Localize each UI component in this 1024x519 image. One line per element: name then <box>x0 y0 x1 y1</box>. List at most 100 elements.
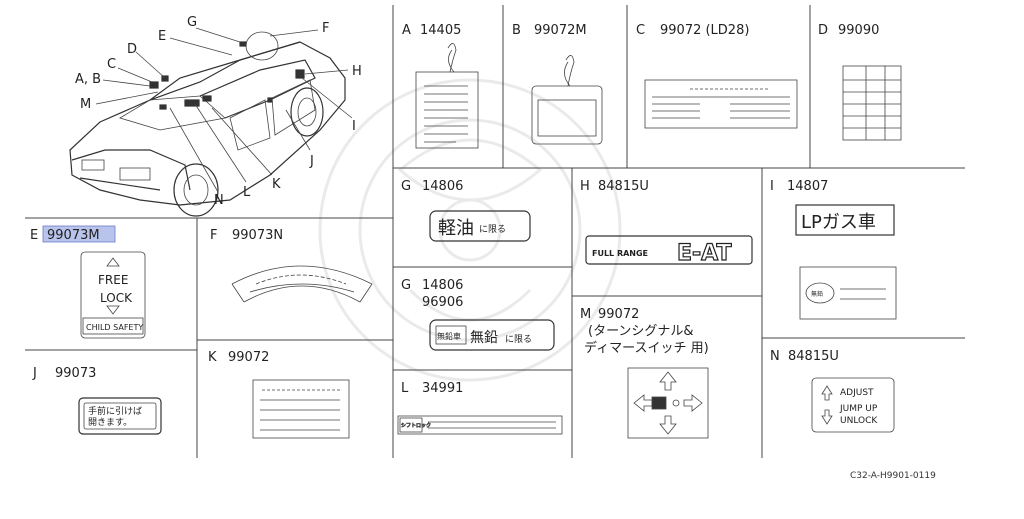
cell-k-letter: K <box>208 350 217 365</box>
cell-h-letter: H <box>580 179 590 194</box>
watermark <box>318 78 622 382</box>
cell-f-letter: F <box>210 228 217 243</box>
hang-tag-a <box>415 43 479 149</box>
arrow-down-icon <box>659 415 677 435</box>
lpg-label-frame <box>795 204 895 236</box>
callout-c: C <box>107 57 116 72</box>
cell-g2-letter: G <box>401 278 411 293</box>
callout-e: E <box>158 29 166 44</box>
cell-b-letter: B <box>512 23 521 38</box>
eat-badge-big: E-AT <box>677 241 731 266</box>
cell-l: L 34991 シフトロック <box>397 381 563 435</box>
fuel-label-main: 軽油 <box>438 218 474 239</box>
shift-lock-label: シフトロック <box>397 415 563 435</box>
lpg-card <box>799 266 897 320</box>
cell-d: D 99090 <box>818 23 902 141</box>
cell-m-line3: ディマースイッチ 用) <box>584 340 709 356</box>
shift-lock-box: シフトロック <box>401 423 431 429</box>
cell-h-part: 84815U <box>598 179 649 194</box>
cell-b: B 99072M <box>512 23 603 145</box>
cell-e-letter: E <box>30 228 38 243</box>
callout-letters: G F E D C A, B H M I J K L N <box>75 15 362 208</box>
note-card-k <box>252 379 350 439</box>
arrow-up-icon <box>659 371 677 391</box>
cell-j-part: 99073 <box>55 366 96 381</box>
cell-m-line2: (ターンシグナル& <box>588 324 694 339</box>
cell-k-part: 99072 <box>228 350 269 365</box>
callout-d: D <box>127 42 137 57</box>
cell-g1-part: 14806 <box>422 179 463 194</box>
callout-h: H <box>352 64 362 79</box>
callout-g: G <box>187 15 197 30</box>
door-label-inner <box>83 402 157 430</box>
cell-l-part: 34991 <box>422 381 463 396</box>
car-illustration <box>69 31 346 217</box>
tilt-label: ADJUST JUMP UP UNLOCK <box>811 377 895 433</box>
cell-f-part: 99073N <box>232 228 283 243</box>
cell-g-1: G 14806 軽油 に限る <box>401 179 531 242</box>
highlight-box <box>42 225 116 243</box>
cell-c: C 99072 (LD28) <box>636 23 798 129</box>
triangle-up-icon <box>106 257 120 267</box>
lock-text: LOCK <box>100 291 133 305</box>
callout-f: F <box>322 21 329 36</box>
lpg-label-text: LPガス車 <box>801 212 876 233</box>
cell-h: H 84815U FULL RANGE E-AT <box>580 179 753 267</box>
cell-n-part: 84815U <box>788 349 839 364</box>
triangle-down-icon <box>106 305 120 315</box>
cell-j: J 99073 手前に引けば 開きます。 <box>32 366 162 435</box>
switch-sticker <box>627 367 709 439</box>
cell-n-letter: N <box>770 349 780 364</box>
adjust-text: ADJUST <box>840 388 874 398</box>
arrow-down-icon <box>821 409 833 425</box>
fuel-label-suffix: に限る <box>479 224 506 235</box>
cell-e-part: 99073M <box>47 228 100 243</box>
arrow-up-icon <box>821 385 833 401</box>
callout-j: J <box>309 154 314 169</box>
cell-n: N 84815U ADJUST JUMP UP UNLOCK <box>770 349 895 433</box>
cell-b-part: 99072M <box>534 23 587 38</box>
cell-a-part: 14405 <box>420 23 461 38</box>
door-label-outer <box>78 397 162 435</box>
leader-lines <box>95 27 353 193</box>
cell-j-letter: J <box>32 366 37 381</box>
cell-g2-part2: 96906 <box>422 295 463 310</box>
unlock-text: UNLOCK <box>840 416 878 426</box>
hang-tag-b <box>531 55 603 145</box>
cell-c-part: 99072 (LD28) <box>660 23 749 38</box>
cell-l-letter: L <box>401 381 409 396</box>
cell-i: I 14807 LPガス車 無鉛 <box>770 179 897 320</box>
child-safety-label: FREE LOCK CHILD SAFETY <box>80 251 146 339</box>
arrow-left-icon <box>633 394 653 412</box>
cell-m-part: 99072 <box>598 307 639 322</box>
cell-i-part: 14807 <box>787 179 828 194</box>
cell-a: A 14405 <box>402 23 479 149</box>
callout-k: K <box>272 177 281 192</box>
cell-k: K 99072 <box>208 350 350 439</box>
fuel-label-frame <box>429 210 531 242</box>
eat-badge-frame <box>585 235 753 265</box>
unleaded-label-frame <box>429 319 555 351</box>
cell-d-part: 99090 <box>838 23 879 38</box>
cell-m-letter: M <box>580 307 591 322</box>
cell-d-letter: D <box>818 23 828 38</box>
table-grid <box>25 5 965 458</box>
drawing-code: C32-A-H9901-0119 <box>850 471 936 481</box>
eat-badge-small: FULL RANGE <box>592 249 648 258</box>
door-label-line1: 手前に引けば <box>88 405 142 417</box>
callout-n: N <box>214 193 224 208</box>
cell-i-letter: I <box>770 179 774 194</box>
arrow-right-icon <box>683 394 703 412</box>
callout-i: I <box>352 119 356 134</box>
unleaded-box-text: 無鉛車 <box>437 331 461 341</box>
unleaded-suffix: に限る <box>505 334 532 345</box>
cell-m: M 99072 (ターンシグナル& ディマースイッチ 用) <box>580 307 709 439</box>
callout-l: L <box>243 185 251 200</box>
cell-g2-part: 14806 <box>422 278 463 293</box>
cell-c-letter: C <box>636 23 645 38</box>
unleaded-main: 無鉛 <box>470 330 498 346</box>
jump-up-text: JUMP UP <box>839 404 878 414</box>
door-label-line2: 開きます。 <box>88 417 132 428</box>
lpg-seal <box>805 282 835 304</box>
